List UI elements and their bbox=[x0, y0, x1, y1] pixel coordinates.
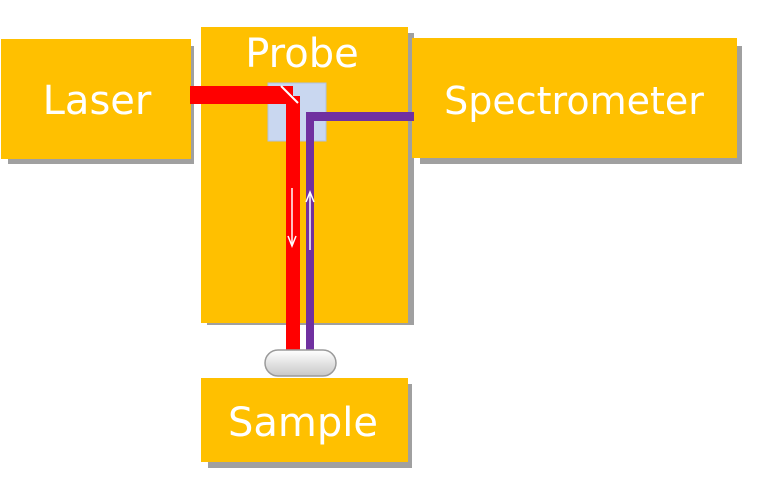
sample-label: Sample bbox=[228, 400, 378, 446]
down-arrow-icon bbox=[287, 188, 297, 249]
laser-label: Laser bbox=[43, 78, 152, 124]
laser-beam bbox=[190, 86, 300, 354]
laser-box: Laser bbox=[1, 39, 194, 164]
sample-box: Sample bbox=[201, 378, 412, 468]
mirror-edge bbox=[280, 85, 299, 104]
up-arrow-icon bbox=[305, 189, 315, 250]
spectrometer-label: Spectrometer bbox=[444, 79, 704, 123]
probe-label: Probe bbox=[245, 31, 358, 77]
probe-box: Probe bbox=[201, 27, 414, 325]
spectrometer-box: Spectrometer bbox=[412, 38, 742, 164]
sample-holder bbox=[264, 349, 337, 377]
